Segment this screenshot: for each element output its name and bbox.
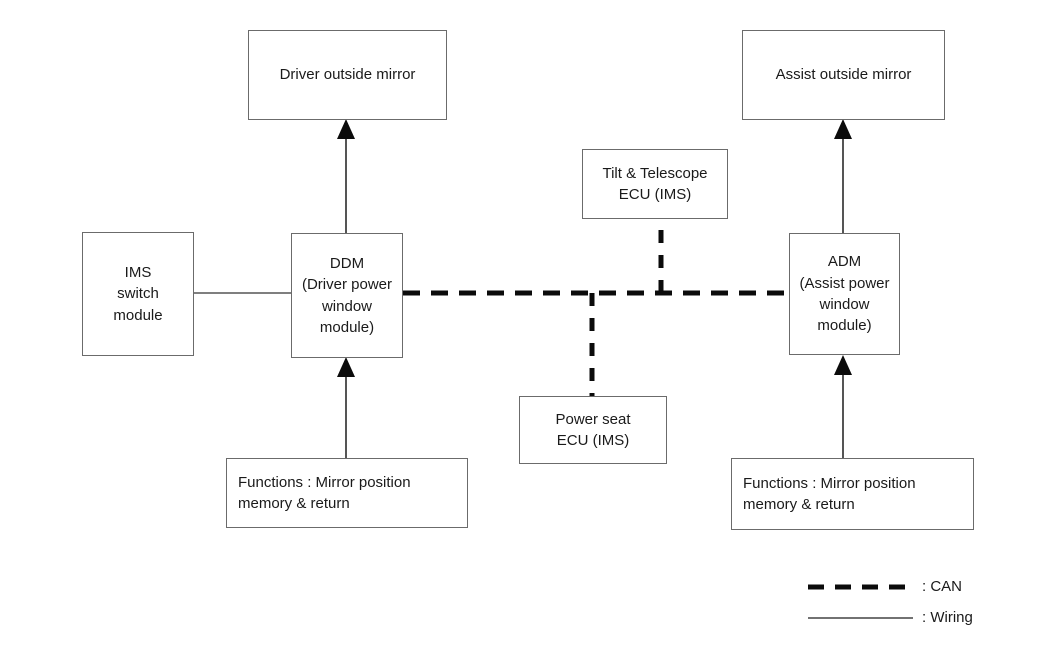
box-ddm[interactable]: DDM (Driver power window module): [291, 233, 403, 358]
box-label: Assist outside mirror: [775, 66, 912, 84]
box-label: Driver outside mirror: [279, 66, 416, 84]
arrowhead-adm-to-assist-mirror: [834, 119, 852, 139]
box-label: Tilt & Telescope ECU (IMS): [602, 164, 708, 203]
legend-label-wiring: : Wiring: [922, 609, 973, 626]
box-label: Power seat ECU (IMS): [555, 410, 631, 449]
arrowhead-functions-driver-to-ddm: [337, 357, 355, 377]
box-assist-outside-mirror[interactable]: Assist outside mirror: [742, 30, 945, 120]
legend-text: : CAN: [922, 578, 963, 595]
arrowhead-functions-assist-to-adm: [834, 355, 852, 375]
box-label: ADM (Assist power window module): [799, 253, 890, 335]
box-label: DDM (Driver power window module): [301, 254, 392, 336]
legend-label-can: : CAN: [922, 578, 962, 595]
box-tilt-telescope-ecu[interactable]: Tilt & Telescope ECU (IMS): [582, 149, 728, 219]
box-driver-outside-mirror[interactable]: Driver outside mirror: [248, 30, 447, 120]
box-label: Functions : Mirror position memory & ret…: [238, 473, 411, 512]
box-power-seat-ecu[interactable]: Power seat ECU (IMS): [519, 396, 667, 464]
arrowhead-ddm-to-driver-mirror: [337, 119, 355, 139]
box-label: IMS switch module: [113, 264, 163, 324]
box-ims-switch-module[interactable]: IMS switch module: [82, 232, 194, 356]
legend-text: : Wiring: [922, 609, 973, 626]
box-functions-assist[interactable]: Functions : Mirror position memory & ret…: [731, 458, 974, 530]
box-label: Functions : Mirror position memory & ret…: [743, 474, 916, 513]
box-adm[interactable]: ADM (Assist power window module): [789, 233, 900, 355]
box-functions-driver[interactable]: Functions : Mirror position memory & ret…: [226, 458, 468, 528]
